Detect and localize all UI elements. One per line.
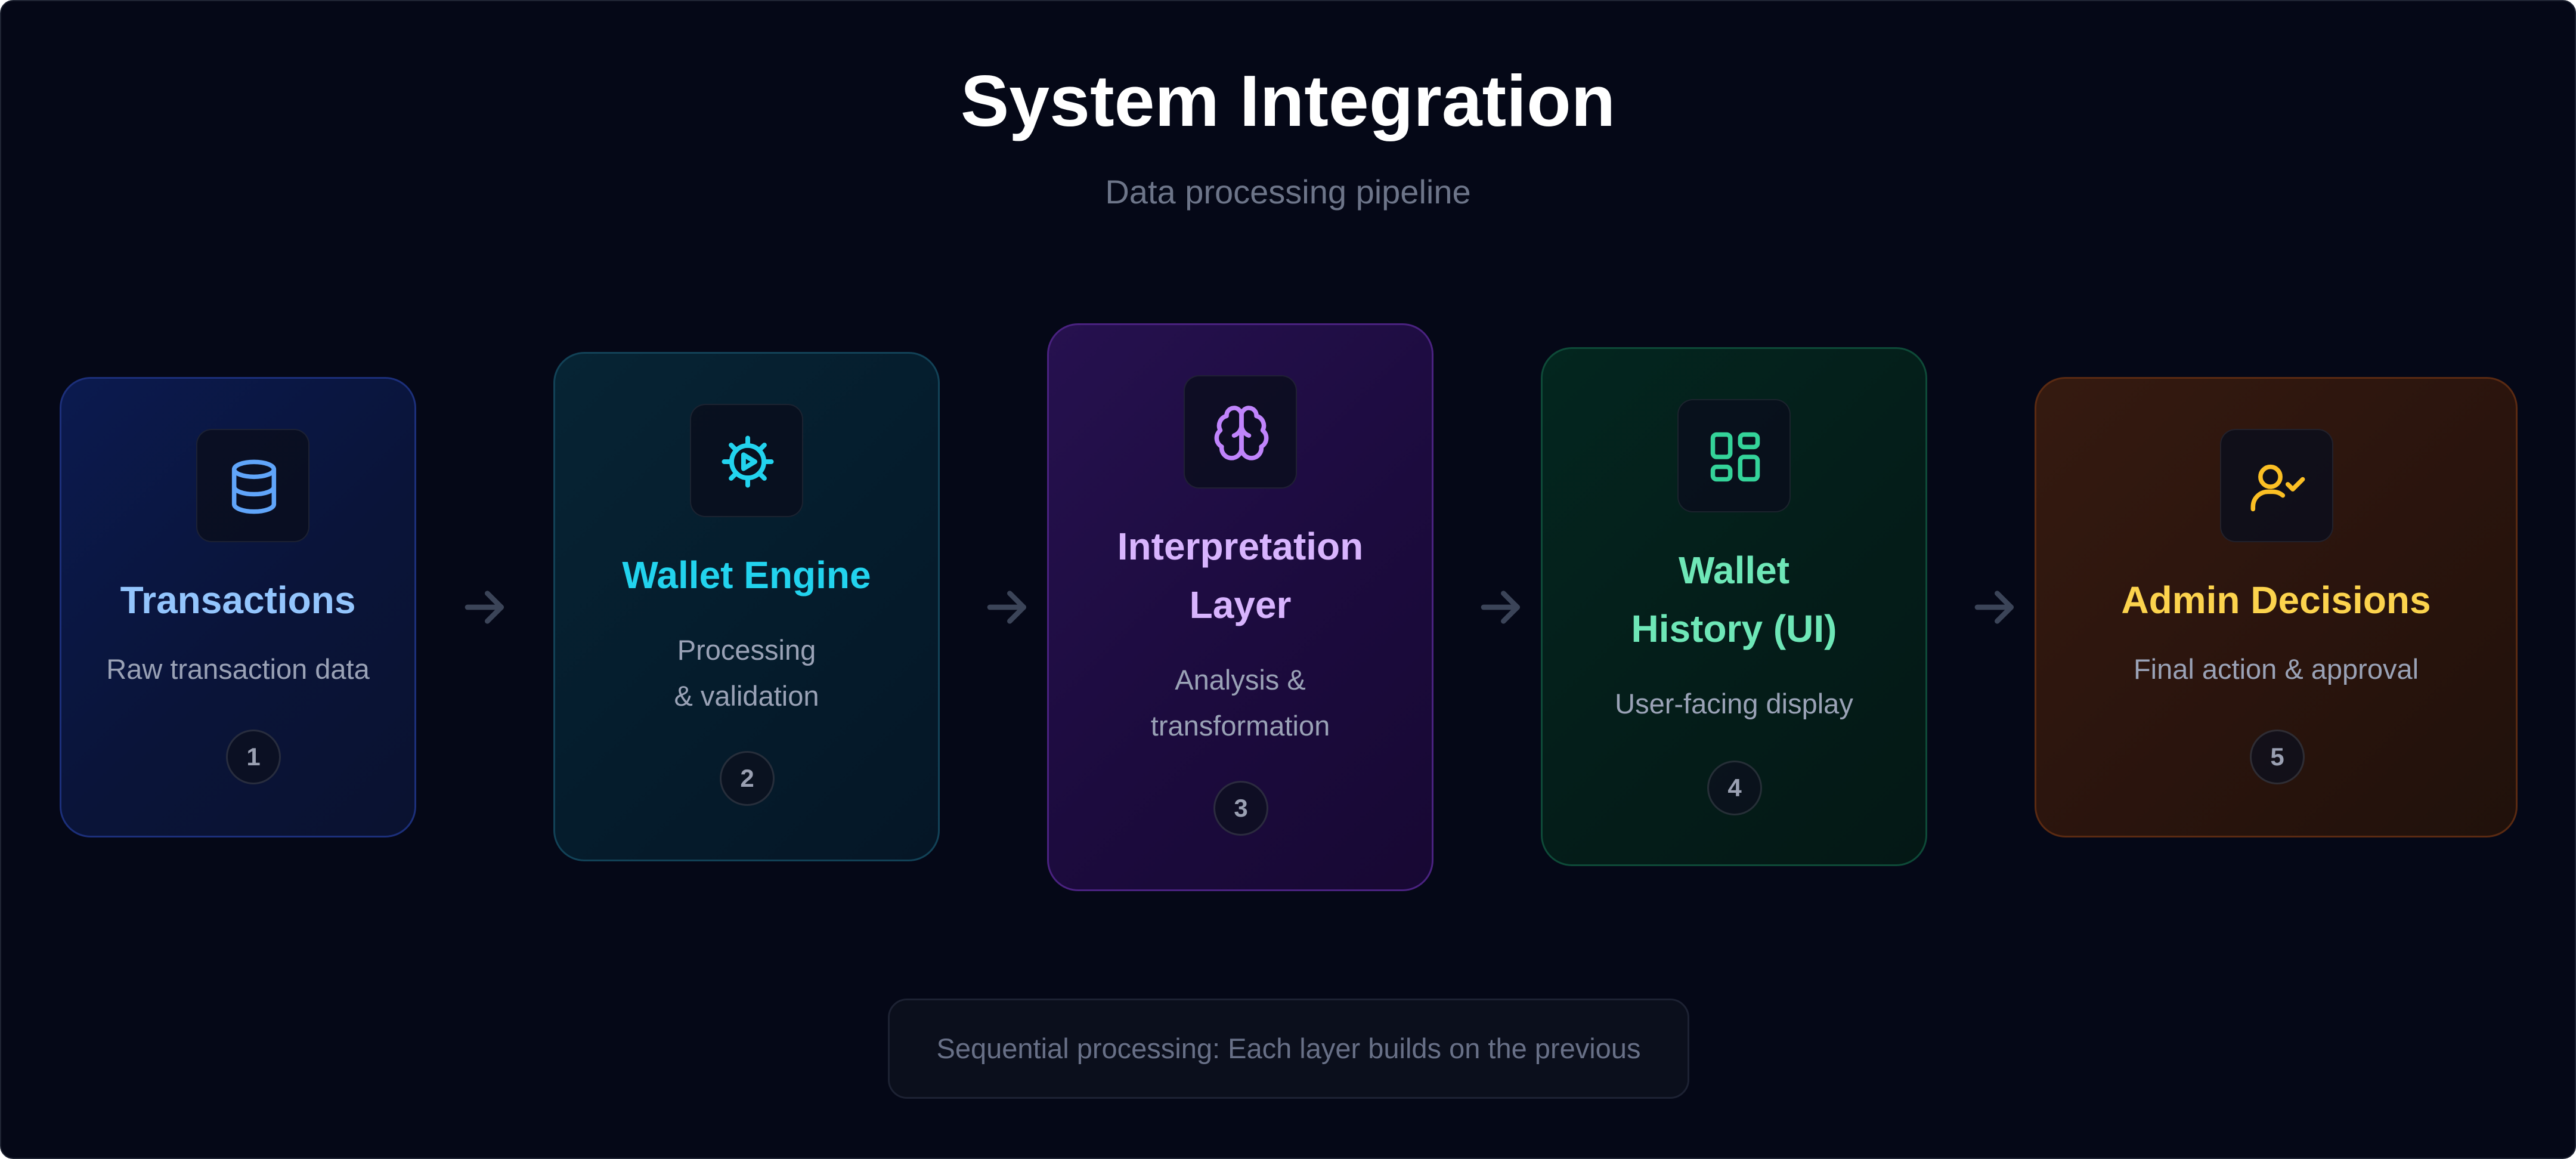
step-description: Final action & approval (2133, 653, 2419, 685)
step-card-interpretation-layer: Interpretation Layer Analysis & transfor… (1047, 323, 1433, 891)
step-title: Admin Decisions (2121, 579, 2431, 622)
step-icon-box (1184, 375, 1297, 489)
step-icon-box (690, 404, 803, 517)
step-icon-box (2220, 429, 2333, 542)
step-icon-box (196, 429, 309, 542)
arrow-right-icon (1481, 591, 1520, 624)
step-title: Interpretation Layer (1117, 525, 1364, 626)
brain-icon (1214, 406, 1269, 460)
dashboard-icon (1710, 432, 1760, 482)
step-description: Processing & validation (674, 634, 819, 712)
page-subtitle: Data processing pipeline (1105, 173, 1471, 211)
step-number-badge: 4 (1707, 761, 1762, 815)
footer-note: Sequential processing: Each layer builds… (888, 999, 1689, 1099)
step-card-wallet-history: Wallet History (UI) User-facing display … (1541, 347, 1927, 866)
step-title: Wallet History (UI) (1631, 549, 1837, 650)
arrow-right-icon (1974, 591, 2014, 624)
step-description: Analysis & transformation (1150, 664, 1330, 741)
user-check-icon (2250, 464, 2305, 512)
page-title: System Integration (960, 60, 1616, 141)
step-card-wallet-engine: Wallet Engine Processing & validation 2 (553, 352, 940, 861)
cog-play-icon (722, 435, 774, 488)
database-icon (231, 459, 277, 514)
step-title: Wallet Engine (622, 554, 871, 597)
arrow-right-icon (987, 591, 1026, 624)
step-number-badge: 5 (2250, 730, 2305, 784)
step-description: User-facing display (1615, 688, 1853, 719)
step-description: Raw transaction data (106, 653, 370, 685)
arrow-right-icon (465, 591, 504, 624)
step-number-badge: 3 (1213, 781, 1268, 836)
step-number-badge: 2 (720, 751, 775, 806)
step-card-transactions: Transactions Raw transaction data 1 (60, 377, 416, 837)
step-card-admin-decisions: Admin Decisions Final action & approval … (2035, 377, 2518, 837)
step-icon-box (1677, 399, 1791, 512)
step-number-badge: 1 (226, 730, 281, 784)
step-title: Transactions (120, 579, 356, 622)
